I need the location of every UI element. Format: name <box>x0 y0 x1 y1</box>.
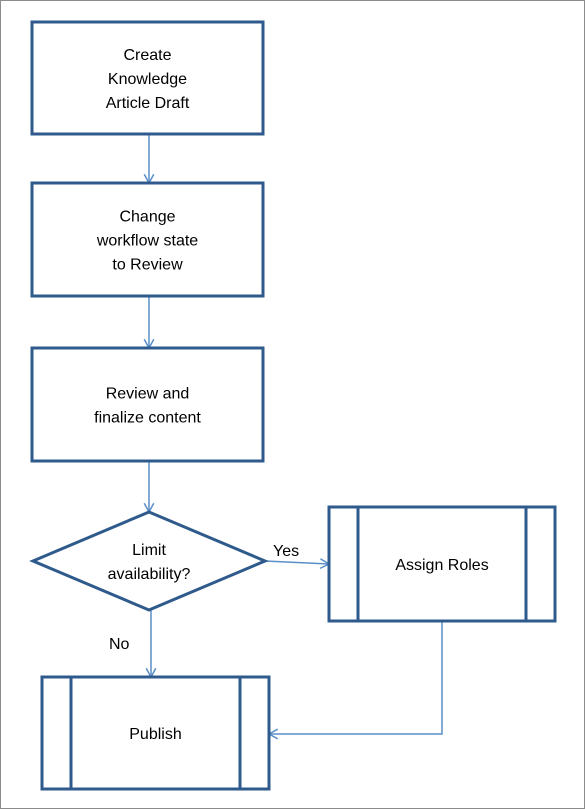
change-state-label-line: to Review <box>112 257 183 274</box>
create-draft-label-line: Article Draft <box>106 95 190 112</box>
limit-availability-label-line: availability? <box>108 566 191 583</box>
limit-availability-label-line: Limit <box>132 542 166 559</box>
create-draft-label-line: Knowledge <box>108 71 187 88</box>
connector-assign-roles-to-publish <box>269 621 443 735</box>
review-finalize-label-line: Review and <box>106 386 190 403</box>
decision-diamond-limit-availability <box>29 510 269 612</box>
edge-label-yes: Yes <box>273 543 299 560</box>
change-state-label-line: workflow state <box>96 233 198 250</box>
change-state-label-line: Change <box>119 209 175 226</box>
process-box-create-draft <box>30 20 265 136</box>
process-box-change-state <box>30 181 265 298</box>
predefined-process-box-publish <box>40 675 271 791</box>
connector-limit-availability-to-assign-roles <box>264 560 330 565</box>
process-box-review-finalize <box>30 346 265 463</box>
publish-label-line: Publish <box>129 726 181 743</box>
predefined-process-box-assign-roles <box>327 505 557 623</box>
review-finalize-label-line: finalize content <box>94 410 201 427</box>
edge-label-no: No <box>109 636 130 653</box>
create-draft-label-line: Create <box>123 47 171 64</box>
assign-roles-label-line: Assign Roles <box>395 557 488 574</box>
